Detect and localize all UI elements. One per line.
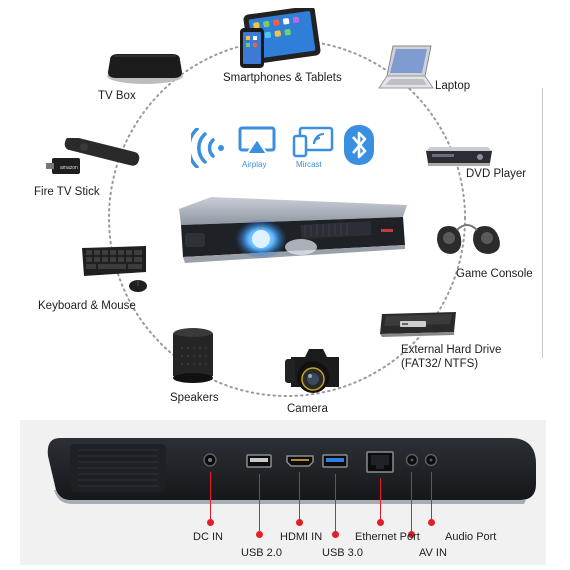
audio-port: [424, 453, 438, 467]
external-hard-drive-image: [380, 312, 456, 337]
game-console-label: Game Console: [456, 268, 533, 280]
tv-box-label: TV Box: [98, 90, 136, 102]
mircast-label: Mircast: [296, 160, 322, 169]
usb-2-label: USB 2.0: [241, 547, 282, 559]
audio-dot: [428, 519, 435, 526]
fire-tv-stick-image: amazon: [46, 138, 140, 174]
dc-in-pointer: [210, 472, 211, 522]
external-hard-drive-label: External Hard Drive: [401, 344, 502, 356]
wifi-icon: [191, 128, 224, 168]
audio-label: Audio Port: [445, 531, 497, 543]
camera-label: Camera: [287, 403, 328, 415]
usb-3-pointer: [335, 474, 336, 534]
hdmi-in-label: HDMI IN: [280, 531, 323, 543]
hdmi-in-pointer: [299, 472, 300, 522]
svg-text:amazon: amazon: [60, 165, 78, 171]
dc-in-port: [203, 453, 217, 467]
usb-3-label: USB 3.0: [322, 547, 363, 559]
fire-tv-stick-label: Fire TV Stick: [34, 186, 100, 198]
airplay-label: Airplay: [242, 160, 267, 169]
smartphones-tablets-label: Smartphones & Tablets: [223, 72, 342, 84]
tv-box-image: [107, 54, 183, 84]
usb-2-pointer: [259, 474, 260, 534]
usb-2-dot: [256, 531, 263, 538]
av-in-port: [405, 453, 419, 467]
av-in-pointer: [411, 472, 412, 534]
av-in-dot: [408, 531, 415, 538]
external-hard-drive-note: (FAT32/ NTFS): [401, 358, 479, 370]
camera-image: [285, 349, 339, 393]
keyboard-mouse-image: [82, 246, 147, 292]
hdmi-in-dot: [296, 519, 303, 526]
laptop-label: Laptop: [435, 80, 471, 92]
dvd-player-image: [426, 147, 492, 166]
game-console-image: [437, 224, 500, 254]
speakers-image: [173, 328, 213, 383]
divider: [542, 88, 543, 358]
airplay-icon: [238, 126, 276, 155]
dc-in-dot: [207, 519, 214, 526]
bluetooth-icon: [344, 125, 374, 165]
av-in-label: AV IN: [419, 547, 447, 559]
keyboard-mouse-label: Keyboard & Mouse: [38, 300, 136, 312]
ethernet-label: Ethernet Port: [355, 531, 420, 543]
usb-2-port: [246, 454, 272, 468]
ethernet-port: [366, 451, 394, 473]
audio-pointer: [431, 472, 432, 522]
mircast-icon: [292, 126, 334, 158]
tablet-phone-image: [240, 8, 321, 68]
usb-3-port: [322, 454, 348, 468]
laptop-image: [378, 45, 434, 89]
ethernet-dot: [377, 519, 384, 526]
ethernet-pointer: [380, 478, 381, 522]
hdmi-in-port: [286, 455, 314, 467]
dvd-player-label: DVD Player: [466, 168, 527, 180]
dc-in-label: DC IN: [193, 531, 223, 543]
speakers-label: Speakers: [170, 392, 219, 404]
projector-image: [179, 197, 407, 263]
projector-rear-image: [47, 438, 536, 504]
usb-3-dot: [332, 531, 339, 538]
